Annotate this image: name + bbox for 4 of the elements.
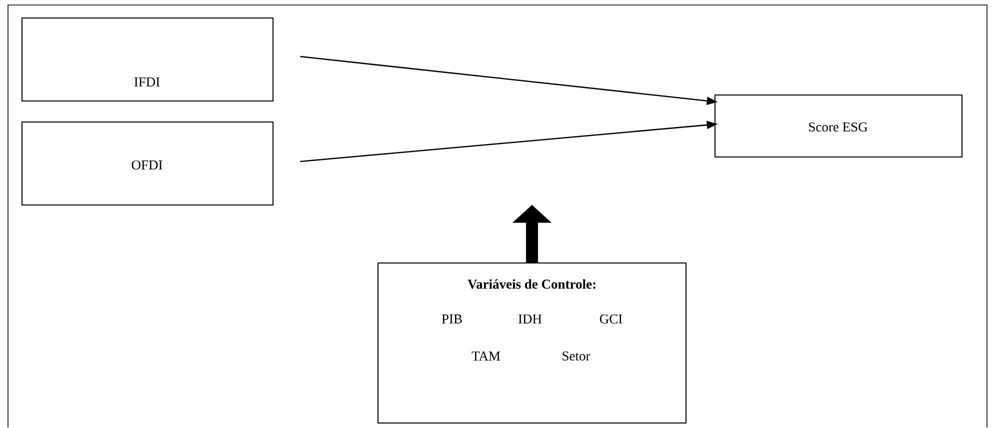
text-box: Variáveis de Controle: PIB IDH GCI TAM Setor [378,262,686,424]
text-box: OFDI [22,122,274,206]
text-box: IFDI [22,18,274,102]
text-box: Score ESG [714,94,963,158]
